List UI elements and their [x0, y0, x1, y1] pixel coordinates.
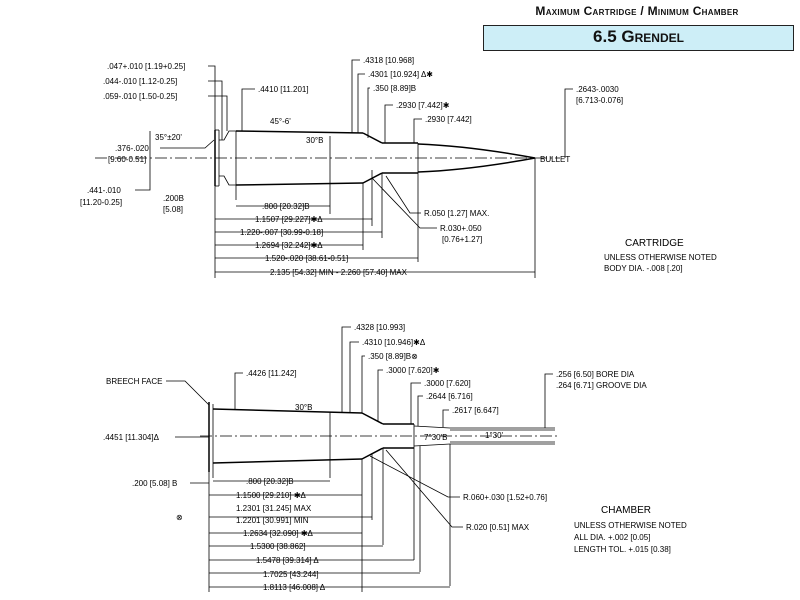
label-d441-metric: [11.20-0.25] — [80, 198, 122, 207]
chamber-throat — [413, 425, 451, 429]
label-l1150: 1.1500 [29.210] ✱Δ — [236, 491, 307, 500]
label-d441: .441-.010 — [87, 186, 121, 195]
label-l12694: 1.2694 [32.242]✱Δ — [255, 241, 323, 250]
chamber-labels: .4328 [10.993] .4310 [10.946]✱Δ .350 [8.… — [103, 323, 687, 592]
label-l12201: 1.2201 [30.991] MIN — [236, 516, 309, 525]
label-r020: R.020 [0.51] MAX — [466, 523, 530, 532]
label-d376-metric: [9.60-0.51] — [108, 155, 146, 164]
header-subtitle: 6.5 Grendel — [593, 27, 684, 46]
label-cartridge-note2: BODY DIA. -.008 [.20] — [604, 264, 683, 273]
label-bullet: BULLET — [540, 155, 570, 164]
label-chamber-note3: LENGTH TOL. +.015 [0.38] — [574, 545, 671, 554]
label-l1530: 1.5300 [38.862] — [250, 542, 306, 551]
label-angle-35: 35°±20' — [155, 133, 182, 142]
label-l15478: 1.5478 [39.314] Δ — [256, 556, 319, 565]
label-d2643-metric: [6.713-0.076] — [576, 96, 623, 105]
cartridge-labels: .047+.010 [1.19+0.25] .044-.010 [1.12-0.… — [80, 56, 717, 277]
label-d2643: .2643-.0030 — [576, 85, 619, 94]
label-d200-metric: [5.08] — [163, 205, 183, 214]
label-r050: R.050 [1.27] MAX. — [424, 209, 489, 218]
label-r060: R.060+.030 [1.52+0.76] — [463, 493, 547, 502]
label-l18113: 1.8113 [46.008] Δ — [263, 583, 326, 592]
label-l1520: 1.520-.020 [38.61-0.51] — [265, 254, 348, 263]
label-cartridge-title: CARTRIDGE — [625, 238, 684, 249]
label-l11507: 1.1507 [29.227]✱Δ — [255, 215, 323, 224]
label-d4451: .4451 [11.304]Δ — [103, 433, 160, 442]
label-chamber-note1: UNLESS OTHERWISE NOTED — [574, 521, 687, 530]
label-angle-45: 45°-6' — [270, 117, 291, 126]
cartridge-shoulder — [362, 132, 383, 144]
label-d2617: .2617 [6.647] — [452, 406, 499, 415]
label-d2930a: .2930 [7.442]✱ — [396, 101, 450, 110]
label-l12634: 1.2634 [32.090] ✱Δ — [243, 529, 314, 538]
label-angle-730: 7°30'B — [424, 433, 447, 442]
label-l17025: 1.7025 [43.244] — [263, 570, 319, 579]
header-box — [483, 25, 794, 51]
label-d4310: .4310 [10.946]✱Δ — [362, 338, 426, 347]
label-rim-b: .059-.010 [1.50-0.25] — [103, 92, 177, 101]
chamber-outline — [200, 402, 560, 592]
label-d376: .376-.020 — [115, 144, 149, 153]
label-d350: .350 [8.89]B⊗ — [368, 352, 418, 361]
cartridge-body — [235, 130, 364, 134]
label-d200: .200B — [163, 194, 184, 203]
label-r030: R.030+.050 — [440, 224, 482, 233]
label-d4301: .4301 [10.924] Δ✱ — [368, 70, 433, 79]
label-breech-face: BREECH FACE — [106, 377, 162, 386]
label-l12301: 1.2301 [31.245] MAX — [236, 504, 312, 513]
label-d4426: .4426 [11.242] — [246, 369, 297, 378]
label-r030-metric: [0.76+1.27] — [442, 235, 482, 244]
label-d2930b: .2930 [7.442] — [425, 115, 472, 124]
label-groove: .264 [6.71] GROOVE DIA — [556, 381, 647, 390]
label-d4318: .4318 [10.968] — [363, 56, 414, 65]
chamber-shoulder — [361, 412, 384, 425]
label-chamber-title: CHAMBER — [601, 505, 651, 516]
header-title: Maximum Cartridge / Minimum Chamber — [535, 4, 739, 18]
label-bore: .256 [6.50] BORE DIA — [556, 370, 635, 379]
label-rim-thickness: .047+.010 [1.19+0.25] — [107, 62, 185, 71]
label-angle-30: 30°B — [295, 403, 312, 412]
label-angle-130: 1°30' — [485, 431, 504, 440]
cartridge-outline — [95, 129, 560, 278]
label-rim-a: .044-.010 [1.12-0.25] — [103, 77, 177, 86]
label-d200: .200 [5.08] B — [132, 479, 177, 488]
label-d350: .350 [8.89]B — [373, 84, 416, 93]
label-angle-30: 30°B — [306, 136, 323, 145]
label-cartridge-note1: UNLESS OTHERWISE NOTED — [604, 253, 717, 262]
label-l2135: 2.135 [54.32] MIN - 2.260 [57.40] MAX — [270, 268, 408, 277]
chamber-body — [212, 408, 363, 414]
label-d3000a: .3000 [7.620]✱ — [386, 366, 440, 375]
label-d3000b: .3000 [7.620] — [424, 379, 471, 388]
label-chamber-note2: ALL DIA. +.002 [0.05] — [574, 533, 650, 542]
label-l800: .800 [20.32]B — [246, 477, 294, 486]
label-d2644: .2644 [6.716] — [426, 392, 473, 401]
label-d4328: .4328 [10.993] — [354, 323, 405, 332]
symbol-marker: ⊗ — [176, 513, 183, 522]
label-d4410: .4410 [11.201] — [258, 85, 309, 94]
label-l1220: 1.220-.007 [30.99-0.18] — [240, 228, 323, 237]
label-l800: .800 [20.32]B — [262, 202, 310, 211]
